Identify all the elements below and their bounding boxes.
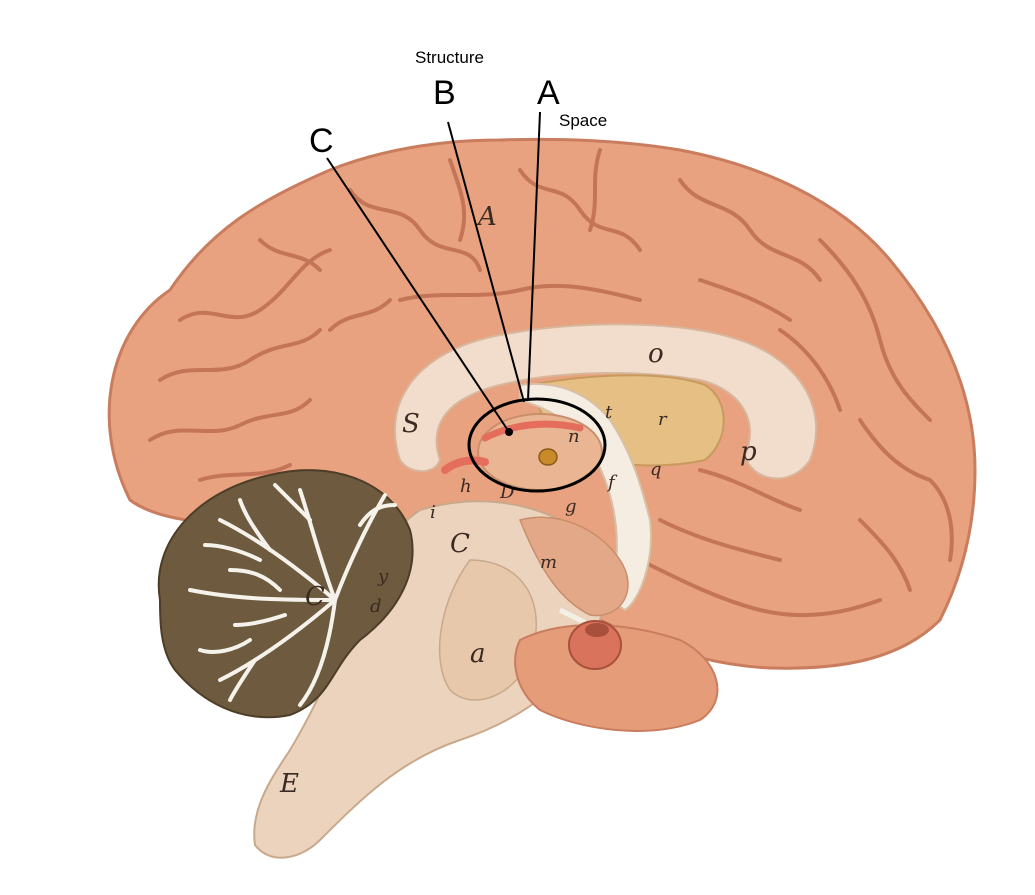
label-b: B	[433, 74, 456, 112]
temporal-lobe	[514, 624, 719, 732]
model-letter-cortex: A	[476, 202, 497, 232]
model-letter-c-stem: C	[450, 529, 470, 559]
model-letter-i: i	[430, 502, 436, 523]
corpus-callosum	[394, 323, 818, 480]
interthalamic-adhesion	[538, 448, 558, 466]
model-letter-hypothal: g	[565, 496, 577, 517]
model-letter-genu: S	[402, 409, 420, 439]
highlight-ellipse	[467, 397, 607, 493]
model-letter-q: q	[650, 459, 662, 480]
model-letter-splenium: p	[740, 437, 757, 467]
label-a: A	[537, 74, 560, 112]
model-letter-fornix: t	[605, 402, 613, 423]
annotation-overlay: Structure B A Space C	[309, 48, 607, 493]
choroid-strip	[481, 420, 584, 442]
pointer-line-a	[527, 111, 541, 401]
model-letter-corpus-body: o	[648, 339, 664, 369]
model-letter-cerebellum: C	[305, 582, 325, 612]
model-letter-septum: r	[658, 409, 668, 430]
model-letter-y: y	[377, 566, 389, 587]
cortex-sulci	[148, 148, 954, 618]
cerebral-peduncle	[438, 559, 537, 701]
model-letter-thalamus: n	[568, 426, 580, 447]
pointer-line-b	[447, 121, 525, 403]
model-letter-medulla: E	[279, 769, 299, 799]
model-letter-h: h	[460, 476, 472, 497]
model-letter-cerebellum-d: d	[370, 596, 382, 617]
pointer-dot-c	[505, 428, 513, 436]
cerebellum	[157, 469, 414, 719]
label-b-caption: Structure	[415, 48, 484, 67]
model-letter-m: m	[540, 552, 557, 573]
arbor-vitae	[188, 483, 397, 707]
model-letter-pons: a	[470, 639, 486, 669]
label-c: C	[309, 122, 334, 160]
pituitary-cut	[585, 623, 609, 637]
label-a-caption: Space	[559, 111, 607, 130]
pointer-line-c	[326, 157, 510, 433]
pituitary	[568, 620, 622, 670]
hypothalamus-area	[518, 516, 629, 617]
choroid-strip-lower	[441, 456, 489, 474]
